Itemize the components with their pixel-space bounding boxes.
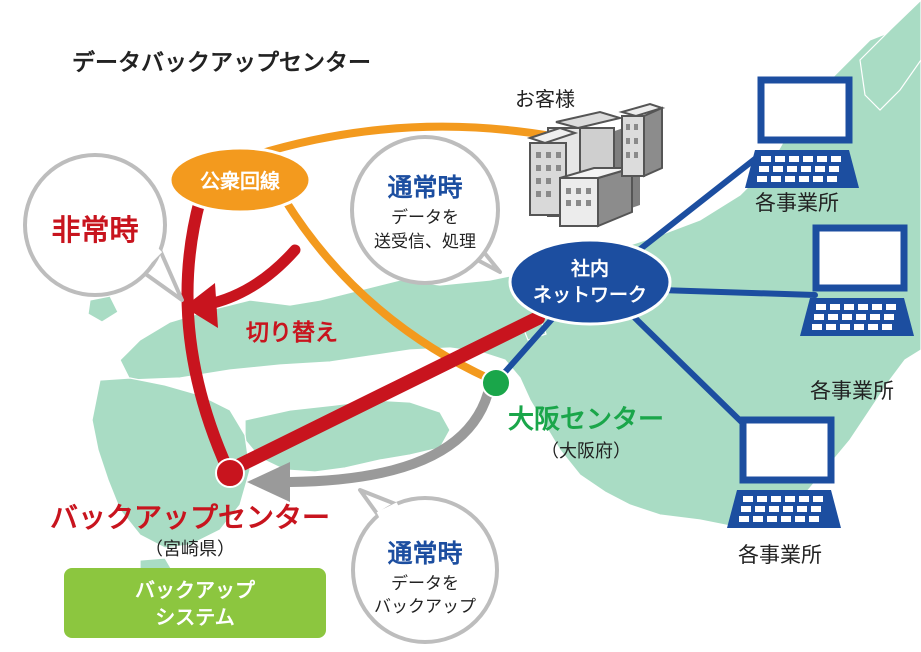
public-line-label: 公衆回線: [200, 169, 280, 193]
backup-arrow-shaft: [285, 380, 495, 487]
backup-center-sub: （宮崎県）: [145, 539, 235, 560]
switch-label: 切り替え: [246, 320, 338, 346]
normal-top-line1: データを: [391, 207, 459, 228]
normal-top-bubble: [350, 135, 502, 285]
office-label-2: 各事業所: [810, 379, 894, 403]
normal-bottom-bubble: [351, 488, 499, 644]
customer-buildings-icon: [526, 102, 666, 228]
backup-center-label: バックアップセンター: [50, 501, 330, 534]
customer-label: お客様: [515, 87, 575, 111]
switch-arrow-shaft: [199, 244, 301, 311]
public-line-to-customer: [236, 122, 549, 164]
normal-bottom-line2: バックアップ: [374, 597, 476, 617]
office-laptop-icon-3: [727, 416, 841, 528]
backup-system-box: [64, 568, 326, 638]
backup-center-node: [215, 458, 245, 488]
network-line-office-top: [617, 152, 763, 268]
emergency-bubble: [23, 153, 184, 302]
map-island-2: [87, 295, 119, 323]
normal-top-line2: 送受信、処理: [374, 232, 476, 252]
public-line-node: [168, 146, 312, 214]
internal-network-label-2: ネットワーク: [533, 284, 647, 306]
normal-top-heading: 通常時: [387, 173, 462, 202]
network-line-office-bot: [632, 315, 763, 443]
office-laptop-icon-2: [800, 224, 914, 336]
normal-bottom-line1: データを: [391, 573, 459, 594]
emergency-label: 非常時: [51, 213, 138, 247]
emergency-line-public-to-backup: [181, 194, 234, 476]
switch-arrow-head: [184, 283, 218, 328]
internal-network-label-1: 社内: [570, 257, 609, 280]
map-north: [859, 0, 921, 111]
backup-system-line2: システム: [155, 605, 234, 629]
osaka-center-sub: （大阪府）: [541, 441, 631, 462]
network-line-osaka: [495, 307, 563, 383]
backup-system-line1: バックアップ: [135, 578, 256, 602]
page-title: データバックアップセンター: [72, 49, 371, 76]
network-line-office-mid: [657, 287, 818, 298]
office-label-3: 各事業所: [738, 543, 822, 567]
backup-arrow-head: [247, 462, 290, 502]
network-lines: [495, 152, 818, 443]
office-laptop-icon-1: [745, 76, 859, 188]
backup-link-osaka: [223, 311, 545, 477]
internal-network-node: [508, 238, 672, 326]
osaka-center-node: [481, 368, 511, 398]
osaka-center-label: 大阪センター: [508, 405, 664, 435]
office-label-1: 各事業所: [755, 191, 839, 215]
normal-bottom-heading: 通常時: [387, 539, 462, 568]
